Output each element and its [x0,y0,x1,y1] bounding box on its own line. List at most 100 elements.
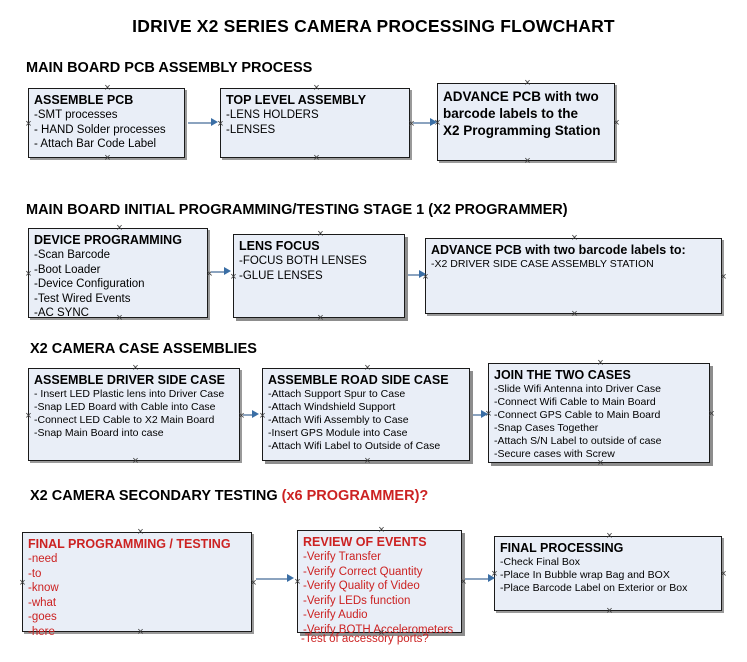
node-line: -AC SYNC [34,307,89,319]
connector-device-programming-to-lens-focus [211,271,227,273]
connector-top-level-to-advance-pcb [413,122,435,124]
resize-handle-top[interactable] [377,526,386,535]
node-final-programming-testing[interactable]: FINAL PROGRAMMING / TESTING -need -to -k… [22,532,252,638]
resize-handle-right[interactable] [707,410,716,419]
resize-handle-left[interactable] [293,578,302,587]
node-line: -Connect Wifi Cable to Main Board [494,396,656,408]
resize-handle-left[interactable] [18,579,27,588]
node-top-level-assembly[interactable]: TOP LEVEL ASSEMBLY -LENS HOLDERS -LENSES [220,88,410,158]
node-line: -Test Wired Events [34,292,131,305]
resize-handle-right[interactable] [719,273,728,282]
resize-handle-top[interactable] [605,532,614,541]
resize-handle-left[interactable] [24,270,33,279]
node-line: -GLUE LENSES [239,269,323,282]
resize-handle-top[interactable] [312,84,321,93]
resize-handle-bottom[interactable] [312,154,321,163]
connector-final-programming-to-review-events [256,578,289,580]
resize-handle-bottom[interactable] [115,314,124,323]
connector-assemble-pcb-to-top-level [188,122,214,124]
resize-handle-right[interactable] [719,570,728,579]
node-line: -Snap Main Board into case [34,427,164,439]
node-body: LENS FOCUS -FOCUS BOTH LENSES -GLUE LENS… [234,235,404,285]
resize-handle-bottom[interactable] [136,628,145,637]
resize-handle-top[interactable] [570,234,579,243]
node-title: JOIN THE TWO CASES [494,368,631,382]
resize-handle-bottom[interactable] [103,154,112,163]
node-line: -LENSES [226,123,276,136]
node-join-the-two-cases[interactable]: JOIN THE TWO CASES -Slide Wifi Antenna i… [488,363,710,463]
resize-handle-top[interactable] [131,364,140,373]
resize-handle-top[interactable] [363,364,372,373]
node-body: FINAL PROCESSING -Check Final Box -Place… [495,537,721,597]
node-line: -to [28,567,42,580]
node-line: -Attach Windshield Support [268,401,396,413]
node-assemble-driver-side-case[interactable]: ASSEMBLE DRIVER SIDE CASE - Insert LED P… [28,368,240,461]
node-title: DEVICE PROGRAMMING [34,233,182,247]
connector-arrowhead [287,574,294,582]
node-lens-focus[interactable]: LENS FOCUS -FOCUS BOTH LENSES -GLUE LENS… [233,234,405,318]
node-line: -here [28,625,55,638]
node-line: -Scan Barcode [34,249,111,261]
page-title: IDRIVE X2 SERIES CAMERA PROCESSING FLOWC… [132,16,615,36]
node-line: -Attach Wifi Label to Outside of Case [268,440,441,452]
node-title: FINAL PROCESSING [500,541,624,555]
resize-handle-left[interactable] [24,412,33,421]
connector-lens-focus-to-advance-pcb [408,274,424,276]
resize-handle-right[interactable] [249,579,258,588]
section-title-x2-camera-case-assemblies: X2 CAMERA CASE ASSEMBLIES [30,341,257,357]
node-line: -Verify Correct Quantity [303,565,423,578]
node-line: -Slide Wifi Antenna into Driver Case [494,383,661,395]
node-line: -FOCUS BOTH LENSES [239,255,367,267]
resize-handle-top[interactable] [316,230,325,239]
node-device-programming[interactable]: DEVICE PROGRAMMING -Scan Barcode -Boot L… [28,228,208,319]
section-title-text: X2 CAMERA CASE ASSEMBLIES [30,341,257,357]
resize-handle-bottom[interactable] [131,457,140,466]
node-body: ADVANCE PCB with two barcode labels to t… [438,84,614,141]
node-line: - Attach Bar Code Label [34,138,157,150]
node-advance-pcb-to-driver-side-case[interactable]: ADVANCE PCB with two barcode labels to: … [425,238,722,314]
resize-handle-top[interactable] [136,528,145,537]
connector-arrowhead [430,118,437,126]
node-title: FINAL PROGRAMMING / TESTING [28,537,231,551]
node-assemble-road-side-case[interactable]: ASSEMBLE ROAD SIDE CASE -Attach Support … [262,368,470,461]
node-line: -Snap LED Board with Cable into Case [34,401,216,413]
node-body: REVIEW OF EVENTS -Verify Transfer -Verif… [298,531,461,639]
connector-arrowhead [419,270,426,278]
node-title: ASSEMBLE DRIVER SIDE CASE [34,373,226,387]
node-title: ASSEMBLE ROAD SIDE CASE [268,373,449,387]
resize-handle-bottom[interactable] [596,459,605,468]
node-body: TOP LEVEL ASSEMBLY -LENS HOLDERS -LENSES [221,89,409,139]
resize-handle-top[interactable] [103,84,112,93]
node-line: -Attach S/N Label to outside of case [494,435,662,447]
node-body: JOIN THE TWO CASES -Slide Wifi Antenna i… [489,364,709,463]
node-advance-pcb-to-x2-station[interactable]: ADVANCE PCB with two barcode labels to t… [437,83,615,161]
resize-handle-bottom[interactable] [363,457,372,466]
resize-handle-bottom[interactable] [570,310,579,319]
node-line: -goes [28,611,57,623]
node-line: -SMT processes [34,109,118,121]
resize-handle-top[interactable] [115,224,124,233]
node-title: ADVANCE PCB with two [443,89,599,104]
node-line: -Verify Quality of Video [303,580,420,592]
node-line: -Attach Support Spur to Case [268,388,406,400]
resize-handle-right[interactable] [612,119,621,128]
resize-handle-left[interactable] [24,120,33,129]
node-line: -Place Barcode Label on Exterior or Box [500,582,688,594]
node-final-processing[interactable]: FINAL PROCESSING -Check Final Box -Place… [494,536,722,611]
section-title-main-board-pcb-assembly: MAIN BOARD PCB ASSEMBLY PROCESS [26,60,312,76]
node-body: ASSEMBLE DRIVER SIDE CASE - Insert LED P… [29,369,239,442]
node-assemble-pcb[interactable]: ASSEMBLE PCB -SMT processes - HAND Solde… [28,88,185,158]
section-title-x2-camera-secondary-testing: X2 CAMERA SECONDARY TESTING (x6 PROGRAMM… [30,488,428,504]
resize-handle-bottom[interactable] [605,607,614,616]
resize-handle-left[interactable] [258,412,267,421]
node-line: -X2 DRIVER SIDE CASE ASSEMBLY STATION [431,258,654,270]
connector-arrowhead [211,118,218,126]
resize-handle-top[interactable] [523,79,532,88]
resize-handle-bottom[interactable] [523,157,532,166]
node-line: -Place In Bubble wrap Bag and BOX [500,569,670,581]
resize-handle-top[interactable] [596,359,605,368]
section-title-accent: (x6 PROGRAMMER)? [281,488,429,504]
resize-handle-bottom[interactable] [316,314,325,323]
node-review-of-events[interactable]: REVIEW OF EVENTS -Verify Transfer -Verif… [297,530,462,636]
connector-arrowhead [481,410,488,418]
